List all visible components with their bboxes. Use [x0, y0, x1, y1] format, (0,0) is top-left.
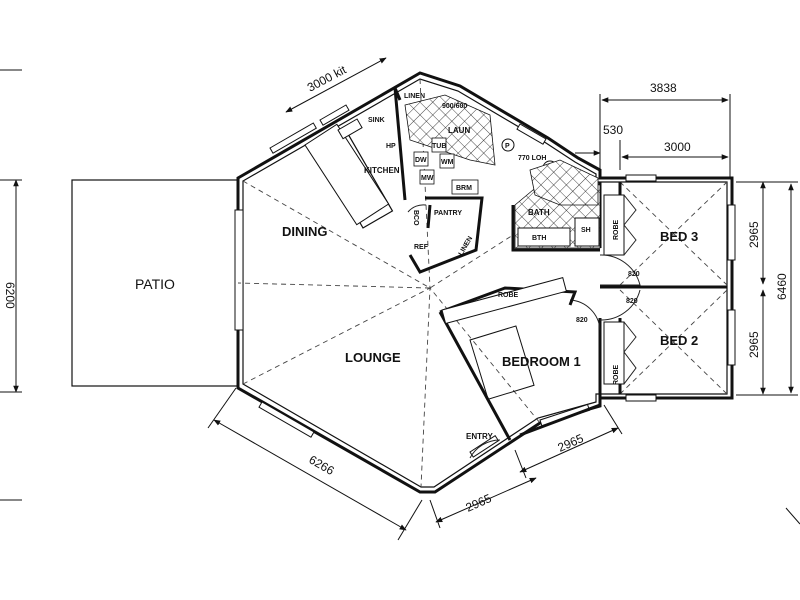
window-bath: [625, 174, 657, 182]
window-dining: [234, 209, 244, 331]
laundry-dryer-label: 900/600: [442, 103, 467, 110]
dim-lounge-tick-r: [397, 499, 423, 541]
kitchen-label: KITCHEN: [364, 166, 400, 175]
robe-bedroom1: [441, 277, 567, 325]
dim-lounge-label: 6266: [307, 452, 337, 478]
right-edge-mark: [785, 507, 800, 525]
dim-lounge-tick-l: [207, 387, 237, 429]
pantry-label: PANTRY: [434, 210, 462, 217]
window-bed3: [727, 204, 736, 261]
wm-label: WM: [441, 159, 454, 166]
dim-bed2-label: 2965: [747, 331, 761, 358]
wm-box: [439, 153, 455, 169]
hp-label: HP: [386, 143, 396, 150]
dim-lounge-line: [213, 419, 407, 531]
door-bed2-label: 820: [626, 298, 638, 305]
brm-box: [451, 179, 479, 195]
window-bed2: [727, 309, 736, 366]
robe-bed2-label: ROBE: [613, 364, 620, 385]
bed-bedroom1: [469, 325, 535, 400]
dim-kitchen-line: [285, 57, 387, 113]
dim-bed3-label: 2965: [747, 221, 761, 248]
shower: [574, 217, 600, 247]
dim-bottom-a-line: [435, 477, 537, 523]
dim-bottom-b-label: 2965: [556, 431, 586, 455]
door-bed3-label: 820: [628, 271, 640, 278]
sink: [337, 118, 363, 140]
patio-label: PATIO: [135, 276, 175, 292]
laundry-label: LAUN: [448, 126, 470, 135]
sink-label: SINK: [368, 117, 385, 124]
door-bed2: [599, 289, 641, 321]
robe-bed2: [603, 321, 625, 385]
service-floor: [529, 159, 599, 206]
door-bed1: [569, 299, 601, 331]
kitchen-walls: [393, 87, 407, 201]
window-lounge: [258, 401, 315, 438]
dim-bottom-tick-r: [603, 404, 623, 435]
dim-overall-label: 6460: [775, 273, 789, 300]
bed2-label: BED 2: [660, 333, 698, 348]
p-label: P: [505, 143, 510, 150]
tub-label: TUB: [432, 143, 446, 150]
bedroom1-label: BEDROOM 1: [502, 354, 581, 369]
dim-bottom-a-label: 2965: [464, 491, 494, 515]
dim-3000-label: 3000: [664, 140, 691, 154]
pantry-walls: [408, 196, 484, 274]
entry-door: [469, 439, 501, 459]
p-circle: [501, 138, 515, 152]
tub-box: [431, 137, 447, 153]
mw-label: MW: [421, 175, 434, 182]
dim-bottom-tick-l: [429, 499, 441, 529]
robe-bed3-label: ROBE: [613, 219, 620, 240]
dining-label: DINING: [282, 224, 328, 239]
dim-3838-label: 3838: [650, 81, 677, 95]
outer-wall: [236, 71, 734, 494]
bath-label: BATH: [528, 208, 550, 217]
door-bed3: [599, 254, 641, 286]
bath-walls: [511, 205, 600, 252]
dryer-label: 770 LOH: [518, 155, 546, 162]
hex-diagonal-lines: [237, 78, 597, 488]
bath-tub-label: BTH: [532, 235, 546, 242]
dim-530-label: 530: [603, 123, 623, 137]
robe-bedroom1-label: ROBE: [498, 292, 519, 299]
mw-box: [419, 169, 435, 185]
bed-diagonal-lines: [619, 181, 728, 395]
laundry-floor: [404, 94, 496, 166]
window-bed2-bottom: [625, 394, 657, 402]
dim-bottom-b-line: [519, 427, 619, 473]
window-laundry: [516, 123, 547, 145]
linen-top-label: LINEN: [404, 93, 425, 100]
bed3-label: BED 3: [660, 229, 698, 244]
dim-bottom-tick-m: [514, 449, 527, 479]
patio-area: [71, 179, 239, 387]
brm-label: BRM: [456, 185, 472, 192]
ref-label: REF: [414, 244, 429, 251]
left-dim-label: 6200: [3, 282, 17, 309]
bco-label: BCO: [412, 210, 419, 226]
lounge-label: LOUNGE: [345, 350, 401, 365]
shower-label: SH: [581, 227, 591, 234]
window-kitchen: [269, 122, 317, 154]
kitchen-island: [304, 123, 390, 226]
door-bed1-label: 820: [576, 317, 588, 324]
entry-label: ENTRY: [466, 432, 493, 441]
dw-box: [413, 151, 429, 167]
dw-label: DW: [415, 157, 427, 164]
bath-tub: [517, 227, 571, 247]
robe-doors: [623, 194, 637, 385]
pantry-door: [407, 204, 427, 213]
